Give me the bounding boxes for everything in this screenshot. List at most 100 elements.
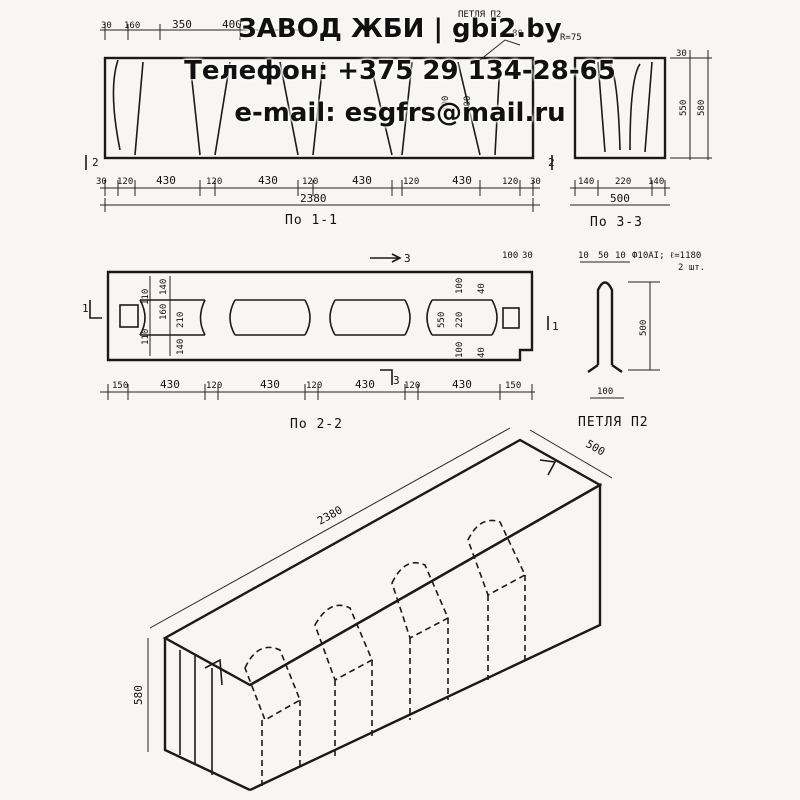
caption-loop-p2: ПЕТЛЯ П2	[578, 415, 649, 430]
arrow-label-3: 3	[404, 252, 411, 265]
left-vdim-140-a: 140	[159, 279, 169, 295]
iso-left-notch	[204, 658, 223, 686]
loop-dim-50: 50	[598, 251, 609, 261]
top-dim-350: 350	[172, 18, 192, 31]
plan-dim-430-c: 430	[355, 378, 375, 391]
top-dim-80: 80	[512, 29, 523, 39]
cut-ticks-plan	[89, 300, 549, 330]
caption-section-3-3: По 3-3	[590, 215, 643, 230]
plan-dim-120-c: 120	[404, 381, 420, 391]
bottom-dim-120-a: 120	[117, 177, 133, 187]
iso-void-depth-lines	[261, 575, 526, 790]
end-dim-140-b: 140	[648, 177, 664, 187]
plan-dim-430-b: 430	[260, 378, 280, 391]
void-2-plan	[229, 299, 311, 336]
section-mark-3-tick	[380, 369, 393, 385]
section-2-2-plan: 3 1 1 3 140 110 160 110 210 140 100 40 5…	[82, 251, 559, 432]
section-mark-3: 3	[393, 374, 400, 387]
bottom-dim-120-b: 120	[206, 177, 222, 187]
cut-mark-plan-left: 1	[82, 302, 89, 315]
inner-dim-500: 500	[463, 96, 473, 112]
right-vdim-40-a: 40	[477, 283, 487, 294]
end-dim-140-a: 140	[578, 177, 594, 187]
block-outline-plan	[106, 270, 534, 362]
bottom-dim-ticks	[104, 180, 534, 196]
cut-mark-plan-right: 1	[552, 320, 559, 333]
plan-dim-150-b: 150	[505, 381, 521, 391]
iso-top-face	[162, 438, 603, 687]
iso-right-notch	[539, 459, 557, 476]
void-walls-front	[134, 61, 501, 156]
plan-dim-120-a: 120	[206, 381, 222, 391]
section-3-3-end-view: R=75 80 30 550 580 140 220 140 500 По 3-…	[512, 29, 712, 230]
right-dim-550: 550	[679, 100, 689, 116]
bottom-dim-30-left: 30	[96, 177, 107, 187]
loop-spec: Ф10АI; ℓ=1180	[632, 251, 701, 261]
inner-dim-400: 400	[441, 96, 451, 112]
block-outline-end	[573, 56, 667, 160]
section-1-1-elevation: 2 2 30 160 350 400 ПЕТЛЯ П2 500 400 30 1…	[85, 10, 555, 228]
left-vdim-210: 210	[176, 312, 186, 328]
caption-section-2-2: По 2-2	[290, 417, 343, 432]
end-void-lines	[597, 61, 653, 153]
arrow-3	[370, 253, 402, 263]
left-vdim-140-b: 140	[176, 339, 186, 355]
left-vdim-160: 160	[159, 304, 169, 320]
loop-dim-10-a: 10	[578, 251, 589, 261]
overall-dim-2380: 2380	[300, 192, 327, 205]
right-vdim-40-b: 40	[477, 347, 487, 358]
top-right-dim-100: 100	[502, 251, 518, 261]
bottom-dim-30-right: 30	[530, 177, 541, 187]
top-right-dim-30: 30	[522, 251, 533, 261]
loop-bottom-100: 100	[597, 387, 613, 397]
iso-front-face	[249, 482, 602, 792]
loop-dim-10-b: 10	[615, 251, 626, 261]
iso-length-2380: 2380	[315, 503, 344, 527]
loop-height-500: 500	[639, 320, 649, 336]
radius-label: R=75	[560, 33, 582, 43]
void-1-plan	[139, 299, 206, 336]
end-bottom-dims	[570, 180, 670, 206]
cut-mark-left: 2	[92, 156, 99, 169]
right-vdim-100-a: 100	[455, 278, 465, 294]
loop-p2-detail: 10 50 10 Ф10АI; ℓ=1180 2 шт. 500 100 ПЕТ…	[578, 251, 705, 430]
loop-height-dim	[628, 281, 660, 371]
watermark-email: e-mail: esgfrs@mail.ru	[234, 98, 566, 128]
right-dim-lines	[670, 50, 712, 160]
left-vdim-110-b: 110	[141, 329, 151, 345]
void-4-plan	[426, 299, 498, 336]
left-slot	[119, 304, 139, 328]
cut-ticks	[85, 155, 553, 170]
right-vdim-550: 550	[437, 312, 447, 328]
plan-dim-120-b: 120	[306, 381, 322, 391]
right-slot	[502, 307, 520, 329]
loop-qty: 2 шт.	[678, 263, 705, 273]
plan-dim-150-a: 150	[112, 381, 128, 391]
top-dim-160: 160	[124, 21, 140, 31]
iso-void-3	[391, 561, 450, 640]
top-dim-30: 30	[101, 21, 112, 31]
isometric-view: 2380 500 580	[132, 427, 613, 792]
iso-width-dim-line	[529, 429, 613, 479]
right-dim-580: 580	[697, 100, 707, 116]
iso-void-2	[314, 604, 374, 682]
overall-dim-line	[100, 198, 540, 212]
bottom-dim-120-c: 120	[302, 177, 318, 187]
left-vert-dim-lines	[149, 276, 171, 356]
block-outline-front	[103, 56, 535, 160]
watermark-company: ЗАВОД ЖБИ | gbi2.by	[238, 14, 562, 44]
plan-bottom-dims	[100, 384, 535, 400]
end-dim-220: 220	[615, 177, 631, 187]
watermark-phone: Телефон: +375 29 134-28-65	[184, 56, 616, 86]
plan-dim-430-a: 430	[160, 378, 180, 391]
iso-left-end	[163, 638, 251, 792]
bottom-dim-430-b: 430	[258, 174, 278, 187]
end-groove-left	[112, 59, 121, 151]
plan-dim-430-d: 430	[452, 378, 472, 391]
loop-label-top: ПЕТЛЯ П2	[458, 10, 501, 20]
void-3-plan	[329, 299, 411, 336]
bottom-dim-430-a: 430	[156, 174, 176, 187]
bottom-dim-120-e: 120	[502, 177, 518, 187]
